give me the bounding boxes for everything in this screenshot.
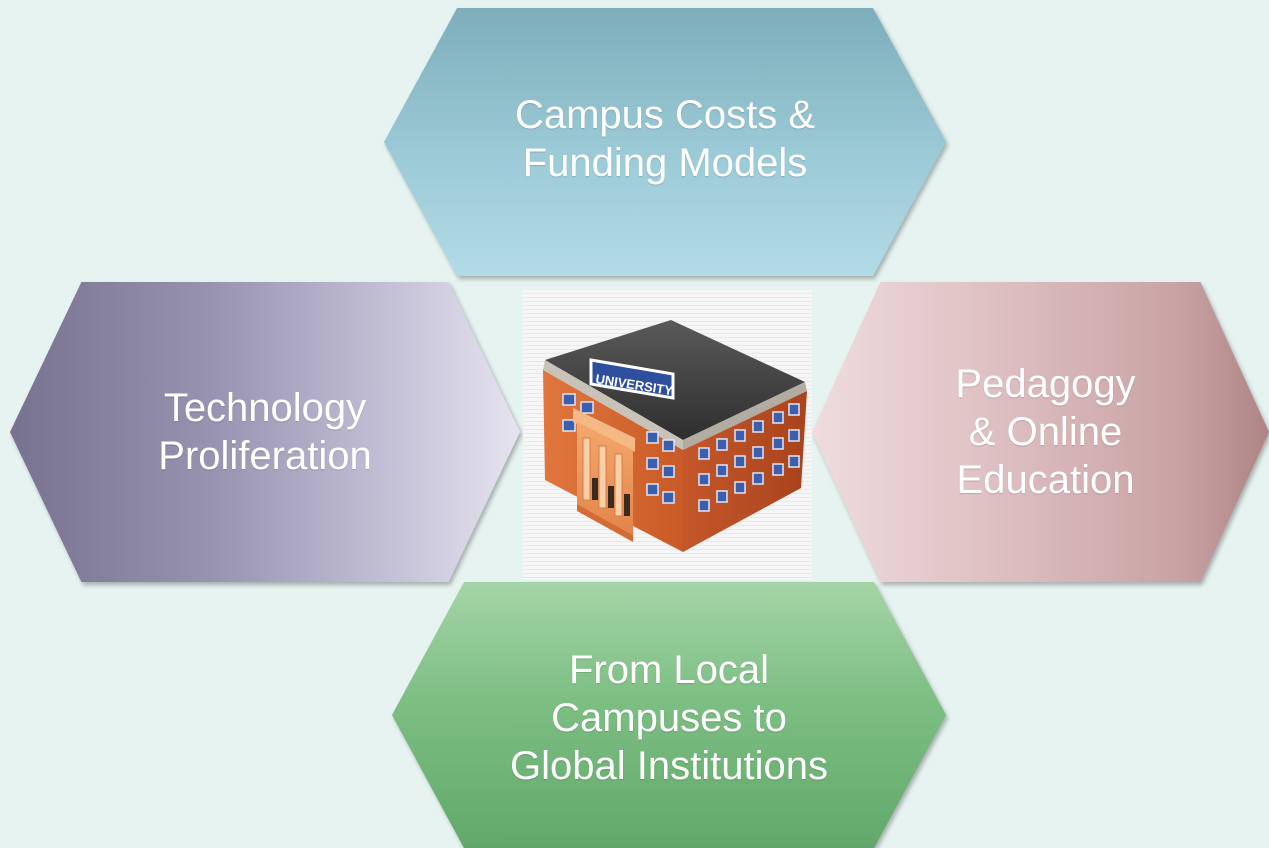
university-building-icon: UNIVERSITY: [523, 290, 812, 580]
hexagon-campus-costs: Campus Costs & Funding Models: [384, 8, 946, 276]
hexagon-shape: [10, 282, 520, 582]
hexagon-pedagogy: Pedagogy & Online Education: [812, 282, 1269, 582]
hexagon-global-institutions: From Local Campuses to Global Institutio…: [392, 582, 946, 848]
hexagon-label: Pedagogy & Online Education: [955, 362, 1136, 502]
hexagon-label: Technology Proliferation: [158, 386, 372, 478]
hexagon-label: From Local Campuses to Global Institutio…: [510, 648, 828, 788]
hexagon-technology: Technology Proliferation: [10, 282, 520, 582]
hexagon-shape: [384, 8, 946, 276]
hexagon-shape: [392, 582, 946, 848]
hexagon-label: Campus Costs & Funding Models: [514, 93, 816, 185]
hexagon-shape: [812, 282, 1269, 582]
